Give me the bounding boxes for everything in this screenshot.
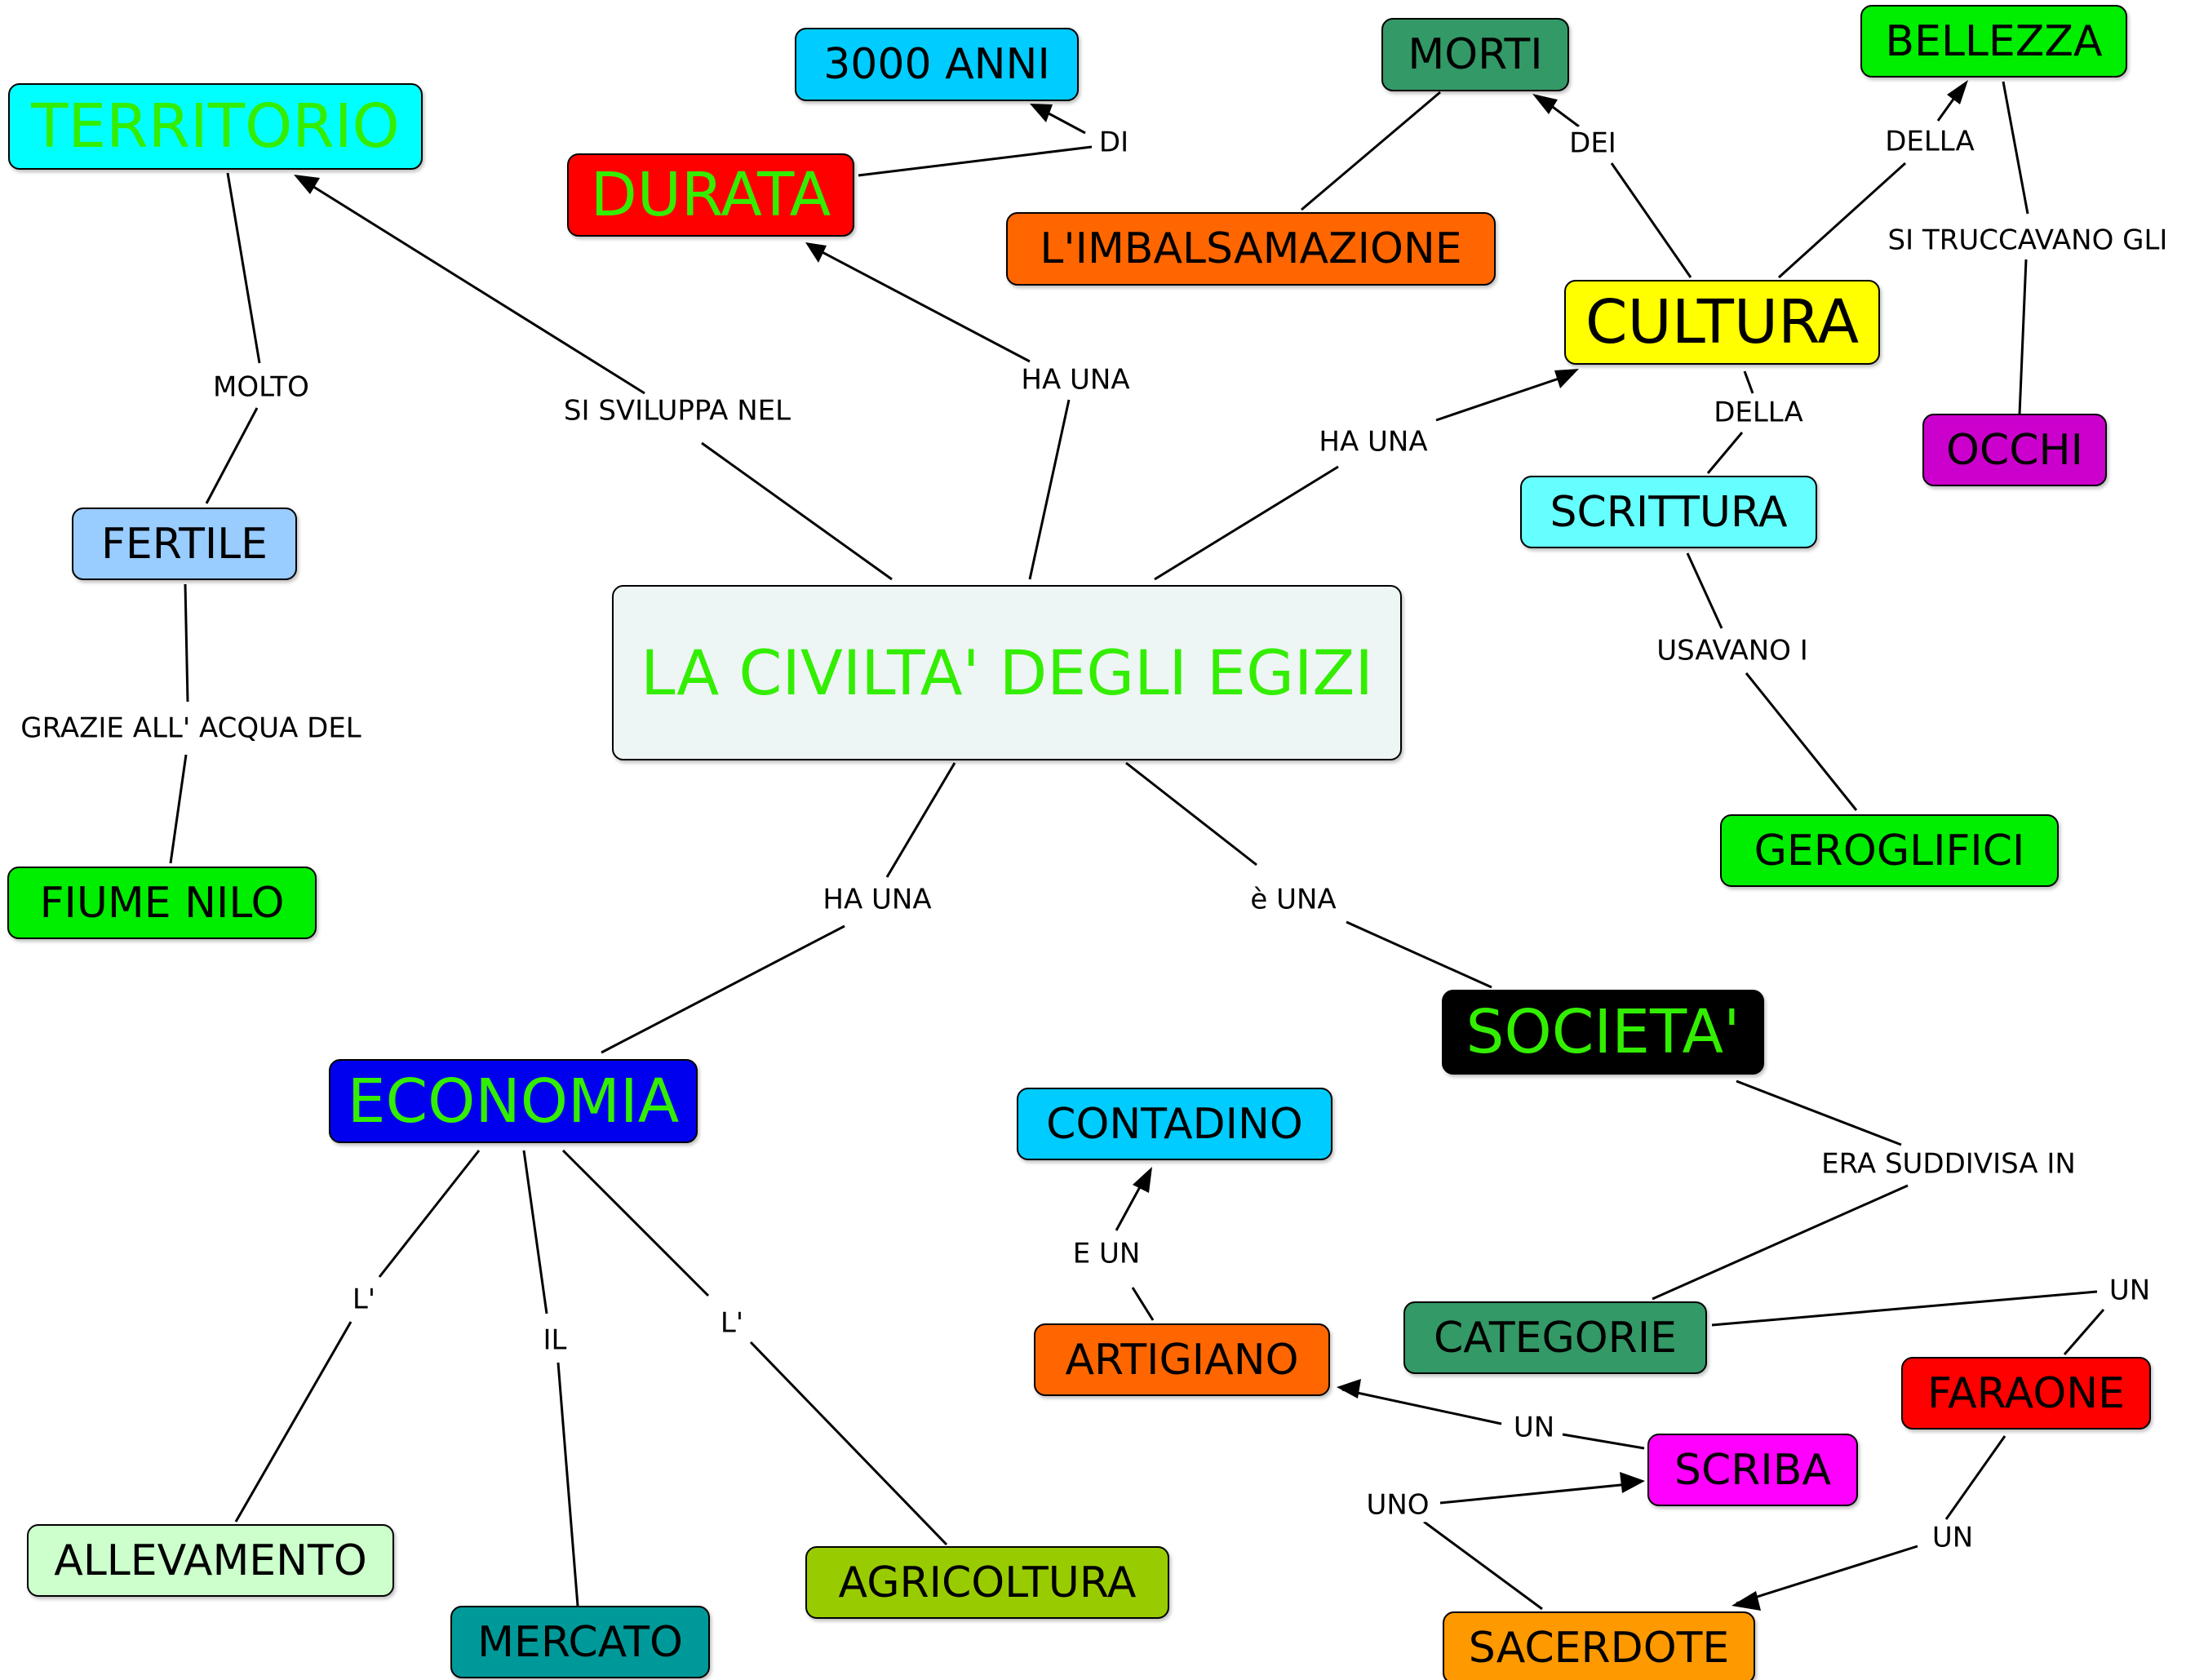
connector-fertile-grazie bbox=[184, 583, 189, 703]
concept-scriba[interactable]: SCRIBA bbox=[1647, 1434, 1858, 1506]
connector-era-categorie bbox=[1652, 1184, 1909, 1301]
concept-agricoltura[interactable]: AGRICOLTURA bbox=[805, 1546, 1169, 1619]
link-label-un-artigiano: UN bbox=[1508, 1411, 1560, 1445]
connector-grazie-fiume bbox=[169, 754, 188, 864]
arrowhead-durata bbox=[805, 242, 827, 263]
concept-scrittura[interactable]: SCRITTURA bbox=[1520, 476, 1817, 548]
concept-territorio[interactable]: TERRITORIO bbox=[8, 83, 423, 170]
connector-economia-l bbox=[378, 1150, 481, 1278]
concept-geroglifici[interactable]: GEROGLIFICI bbox=[1720, 814, 2059, 887]
concept-occhi[interactable]: OCCHI bbox=[1922, 414, 2107, 486]
link-label-usavano-i: USAVANO I bbox=[1652, 634, 1813, 668]
connector-center-ha-una-cultura bbox=[1154, 465, 1339, 581]
arrowhead-3000-anni bbox=[1030, 104, 1053, 122]
arrowhead-sacerdote bbox=[1732, 1591, 1761, 1611]
arrowhead-territorio bbox=[294, 175, 320, 194]
link-label-e-una: è UNA bbox=[1245, 883, 1341, 917]
connector-center-ha-una-economia bbox=[885, 762, 956, 878]
connector-territorio-molto bbox=[226, 172, 261, 364]
concept-3000-anni[interactable]: 3000 ANNI bbox=[795, 28, 1079, 101]
link-label-era-suddivisa-in: ERA SUDDIVISA IN bbox=[1816, 1147, 2081, 1181]
concept-sacerdote[interactable]: SACERDOTE bbox=[1443, 1611, 1755, 1680]
link-label-l-allevamento: L' bbox=[347, 1283, 381, 1317]
connector-ha-una-durata bbox=[815, 247, 1031, 363]
concept-faraone[interactable]: FARAONE bbox=[1901, 1357, 2151, 1430]
concept-fertile[interactable]: FERTILE bbox=[72, 508, 297, 580]
concept-artigiano[interactable]: ARTIGIANO bbox=[1034, 1323, 1330, 1396]
concept-economia[interactable]: ECONOMIA bbox=[329, 1059, 698, 1143]
concept-imbalsamazione[interactable]: L'IMBALSAMAZIONE bbox=[1006, 212, 1496, 286]
link-label-si-truccavano-gli: SI TRUCCAVANO GLI bbox=[1882, 224, 2173, 258]
connector-e-una-societa bbox=[1346, 920, 1492, 989]
connector-center-ha-una-durata bbox=[1028, 399, 1071, 580]
connector-scriba-un bbox=[1562, 1433, 1645, 1450]
connector-ha-una-economia bbox=[601, 924, 845, 1054]
concept-fiume-nilo[interactable]: FIUME NILO bbox=[7, 867, 317, 939]
link-label-di: DI bbox=[1093, 126, 1134, 160]
link-label-il-mercato: IL bbox=[538, 1323, 572, 1358]
arrowhead-contadino bbox=[1133, 1167, 1152, 1193]
connector-scrittura-usavano bbox=[1686, 552, 1723, 629]
link-label-e-un: E UN bbox=[1067, 1237, 1146, 1271]
concept-durata[interactable]: DURATA bbox=[567, 153, 854, 237]
connector-cultura-della bbox=[1777, 162, 1907, 279]
connector-center-si-sviluppa bbox=[701, 441, 893, 581]
connector-economia-il bbox=[522, 1150, 548, 1314]
arrowhead-artigiano bbox=[1337, 1379, 1361, 1399]
concept-contadino[interactable]: CONTADINO bbox=[1017, 1088, 1332, 1160]
link-label-molto: MOLTO bbox=[208, 370, 314, 405]
connector-molto-fertile bbox=[205, 407, 259, 504]
connector-categorie-un bbox=[1711, 1290, 2098, 1327]
connector-usavano-geroglifici bbox=[1745, 672, 1858, 811]
connector-societa-era bbox=[1736, 1079, 1902, 1146]
connector-imbalsamazione-morti bbox=[1301, 91, 1441, 211]
link-label-grazie-acqua: GRAZIE ALL' ACQUA DEL bbox=[16, 711, 366, 746]
link-label-della-scrittura: DELLA bbox=[1709, 396, 1808, 430]
connector-ha-una-cultura bbox=[1435, 372, 1574, 422]
center-concept[interactable]: LA CIVILTA' DEGLI EGIZI bbox=[612, 585, 1402, 760]
concept-morti[interactable]: MORTI bbox=[1381, 18, 1569, 91]
link-label-un-faraone: UN bbox=[2104, 1274, 2156, 1308]
concept-allevamento[interactable]: ALLEVAMENTO bbox=[27, 1524, 394, 1597]
link-label-della-bellezza: DELLA bbox=[1880, 125, 1980, 159]
connector-si-truccavano-occhi bbox=[2018, 259, 2028, 415]
concept-cultura[interactable]: CULTURA bbox=[1564, 280, 1880, 365]
connector-un-artigiano bbox=[1341, 1388, 1502, 1425]
connector-bellezza-si-truccavano bbox=[2002, 81, 2029, 215]
link-label-ha-una-economia: HA UNA bbox=[818, 883, 937, 917]
arrowhead-bellezza bbox=[1947, 80, 1968, 104]
connector-artigiano-e-un bbox=[1131, 1287, 1155, 1321]
link-label-ha-una-cultura: HA UNA bbox=[1314, 425, 1433, 459]
connector-si-sviluppa-territorio bbox=[301, 178, 645, 395]
connector-della-scrittura bbox=[1706, 432, 1744, 474]
connector-sacerdote-uno bbox=[1423, 1520, 1543, 1611]
link-label-ha-una-durata: HA UNA bbox=[1016, 363, 1135, 397]
connector-un-faraone bbox=[2063, 1309, 2105, 1355]
connector-uno-scriba bbox=[1439, 1482, 1638, 1505]
connector-faraone-un bbox=[1944, 1435, 2006, 1520]
connector-l-agricoltura bbox=[749, 1341, 948, 1546]
connector-cultura-della-scrittura bbox=[1743, 370, 1754, 394]
concept-bellezza[interactable]: BELLEZZA bbox=[1860, 5, 2127, 78]
connector-economia-l2 bbox=[561, 1149, 710, 1297]
connector-cultura-dei bbox=[1610, 162, 1692, 278]
concept-mercato[interactable]: MERCATO bbox=[450, 1606, 710, 1678]
concept-categorie[interactable]: CATEGORIE bbox=[1403, 1301, 1707, 1374]
arrowhead-cultura bbox=[1554, 369, 1579, 388]
arrowhead-scriba bbox=[1620, 1472, 1645, 1493]
link-label-uno-scriba: UNO bbox=[1361, 1488, 1434, 1523]
connector-center-e-una bbox=[1125, 761, 1257, 867]
link-label-l-agricoltura: L' bbox=[715, 1306, 749, 1341]
arrowhead-morti bbox=[1532, 94, 1558, 114]
link-label-si-sviluppa-nel: SI SVILUPPA NEL bbox=[558, 394, 796, 428]
connector-durata-di bbox=[858, 145, 1093, 177]
link-label-dei: DEI bbox=[1564, 126, 1621, 161]
link-label-un-sacerdote: UN bbox=[1927, 1521, 1979, 1555]
connector-il-mercato bbox=[556, 1362, 579, 1607]
concept-societa[interactable]: SOCIETA' bbox=[1442, 990, 1764, 1075]
connector-l-allevamento bbox=[234, 1321, 353, 1523]
connector-un-sacerdote bbox=[1736, 1545, 1918, 1605]
